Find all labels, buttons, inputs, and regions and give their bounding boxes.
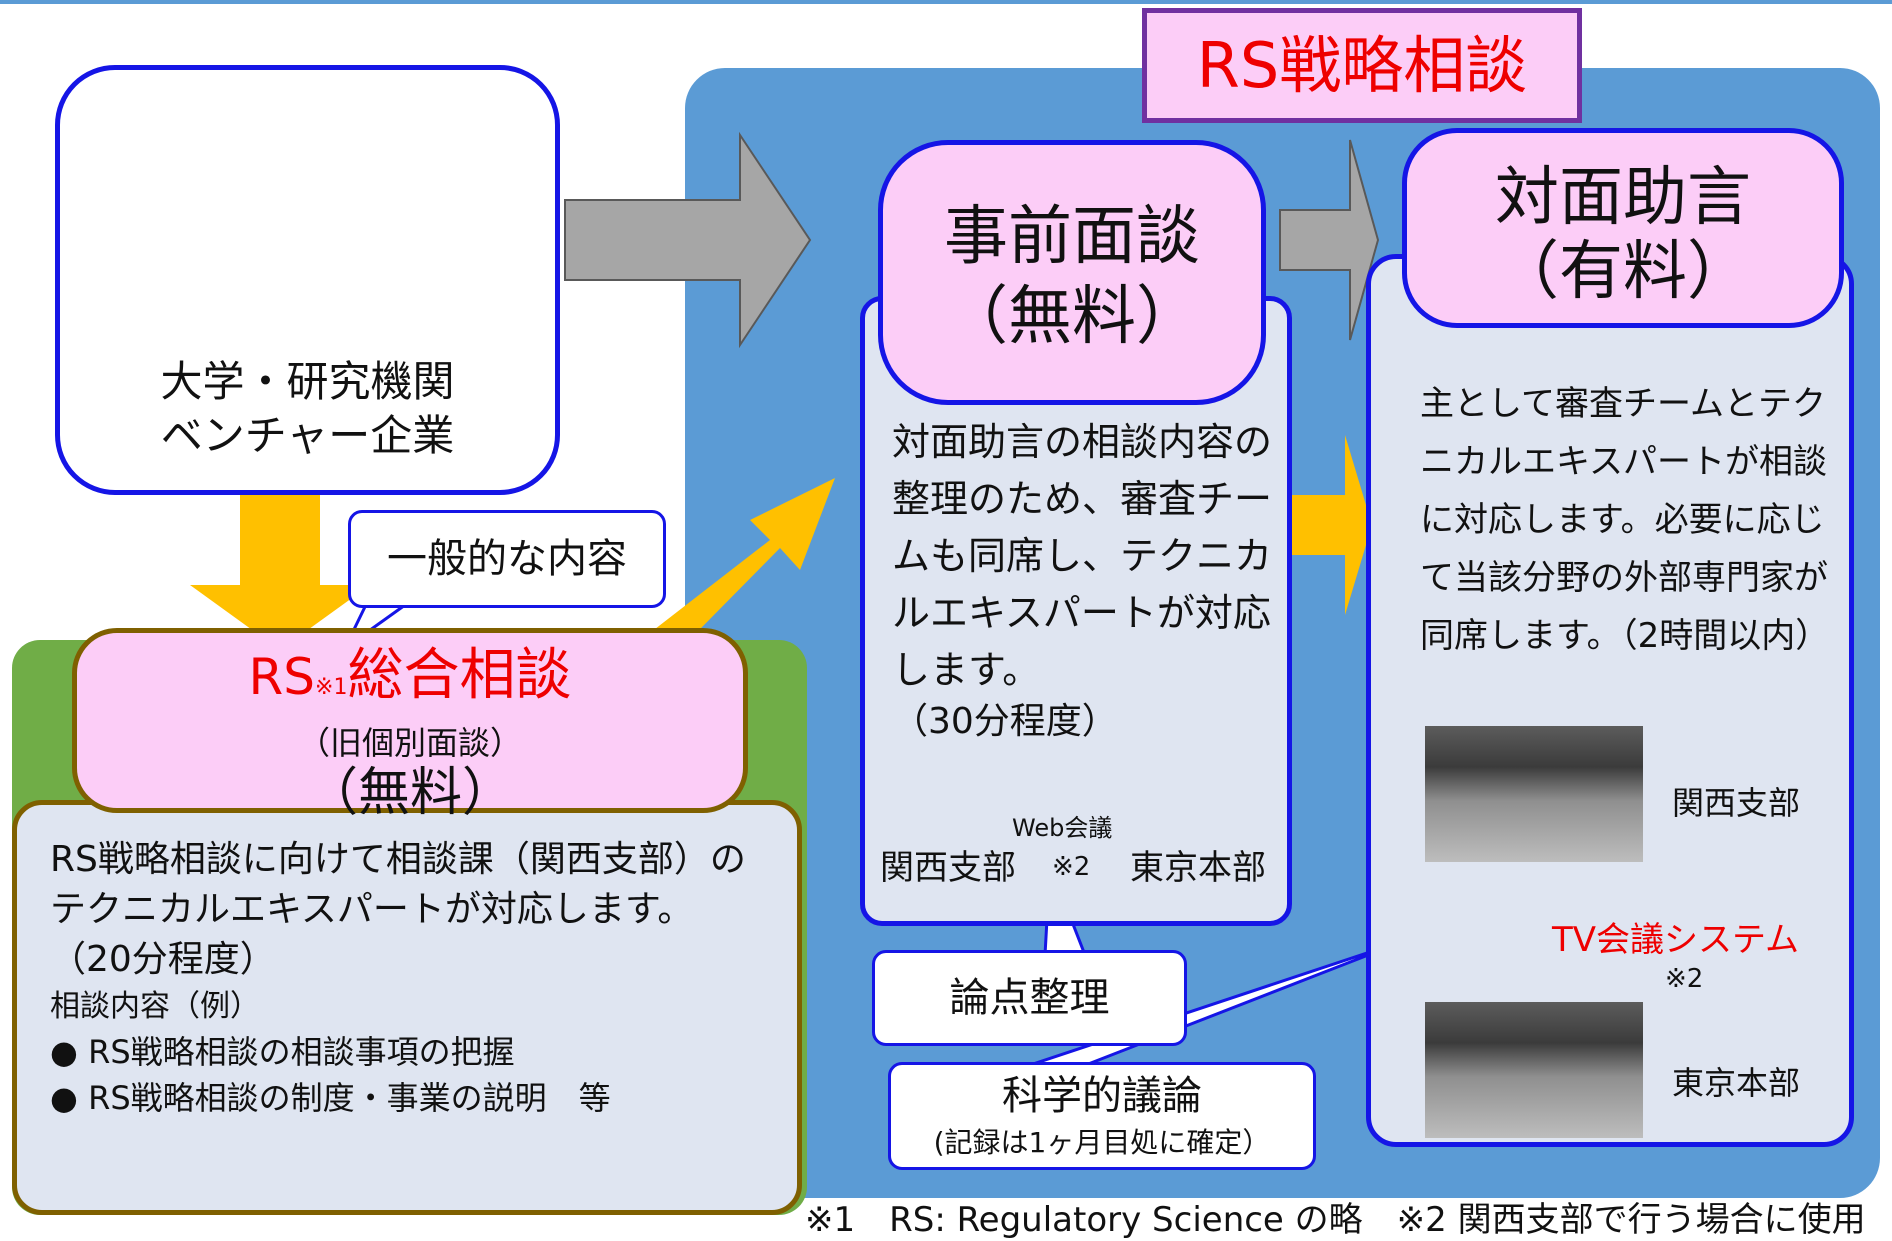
pre-left-location: 関西支部 <box>880 848 1016 888</box>
general-content-callout: 一般的な内容 <box>348 510 666 608</box>
general-example-item: ● RS戦略相談の制度・事業の説明 等 <box>50 1079 611 1117</box>
general-consultation-box <box>12 800 802 1215</box>
pre-meeting-fee: （無料） <box>944 280 1200 354</box>
photo1-location: 関西支部 <box>1672 784 1801 822</box>
organization-box <box>55 65 560 495</box>
flow-arrow-pre-to-face-gold <box>1292 435 1372 615</box>
organization-line1: 大学・研究機関 <box>160 357 455 406</box>
general-example-item: ● RS戦略相談の相談事項の把握 <box>50 1033 515 1071</box>
pre-meeting-description: 対面助言の相談内容の整理のため、審査チームも同席し、テクニカルエキスパートが対応… <box>892 420 1273 692</box>
face-advice-title-box: 対面助言 （有料） <box>1402 128 1844 328</box>
pre-meeting-duration: （30分程度） <box>892 701 1118 742</box>
pre-meeting-title-box: 事前面談 （無料） <box>878 140 1266 405</box>
footnote: ※1 RS: Regulatory Science の略 ※2 関西支部で行う場… <box>805 1200 1866 1240</box>
top-rule <box>0 0 1892 4</box>
general-title-note: ※1 <box>315 675 348 700</box>
general-description: RS戦略相談に向けて相談課（関西支部）のテクニカルエキスパートが対応します。 <box>50 839 746 930</box>
pre-right-location: 東京本部 <box>1130 848 1266 888</box>
rs-strategy-title: RS戦略相談 <box>1142 8 1582 123</box>
face-advice-title: 対面助言 <box>1495 161 1751 235</box>
pre-note-mark: ※2 <box>1052 852 1091 882</box>
organization-label: 大学・研究機関 ベンチャー企業 <box>55 355 560 463</box>
general-duration: （20分程度） <box>50 939 276 980</box>
web-meeting-label: Web会議 <box>1012 814 1113 842</box>
general-description-block: RS戦略相談に向けて相談課（関西支部）のテクニカルエキスパートが対応します。 （… <box>50 835 770 1121</box>
general-subtitle: （旧個別面談） <box>297 724 522 762</box>
general-title-prefix: RS <box>248 648 316 706</box>
general-fee: （無料） <box>305 763 514 823</box>
photo2-location: 東京本部 <box>1672 1064 1801 1102</box>
tokyo-meeting-photo <box>1425 1002 1643 1138</box>
flow-arrow-org-to-general <box>190 495 370 650</box>
face-advice-fee: （有料） <box>1495 235 1751 309</box>
tv-note-mark: ※2 <box>1665 964 1704 994</box>
kansai-meeting-photo <box>1425 726 1643 862</box>
scientific-discussion-callout: 科学的議論 (記録は1ヶ月目処に確定） <box>888 1062 1316 1170</box>
issue-sorting-callout: 論点整理 <box>872 950 1187 1046</box>
organization-line2: ベンチャー企業 <box>160 411 455 460</box>
flow-arrow-pre-to-face <box>1279 139 1380 341</box>
scientific-discussion-title: 科学的議論 <box>1002 1073 1202 1119</box>
face-advice-description: 主として審査チームとテクニカルエキスパートが相談に対応します。必要に応じて当該分… <box>1420 384 1830 656</box>
tv-conference-label: TV会議システム <box>1552 920 1800 960</box>
general-consultation-title-box: RS※1総合相談 （旧個別面談） （無料） <box>72 628 748 823</box>
general-title-main: 総合相談 <box>347 643 572 708</box>
flow-arrow-org-to-pre <box>564 131 812 349</box>
general-examples-label: 相談内容（例） <box>50 989 260 1024</box>
pre-meeting-title: 事前面談 <box>944 200 1200 274</box>
face-advice-box <box>1366 254 1854 1147</box>
scientific-discussion-note: (記録は1ヶ月目処に確定） <box>933 1126 1271 1159</box>
